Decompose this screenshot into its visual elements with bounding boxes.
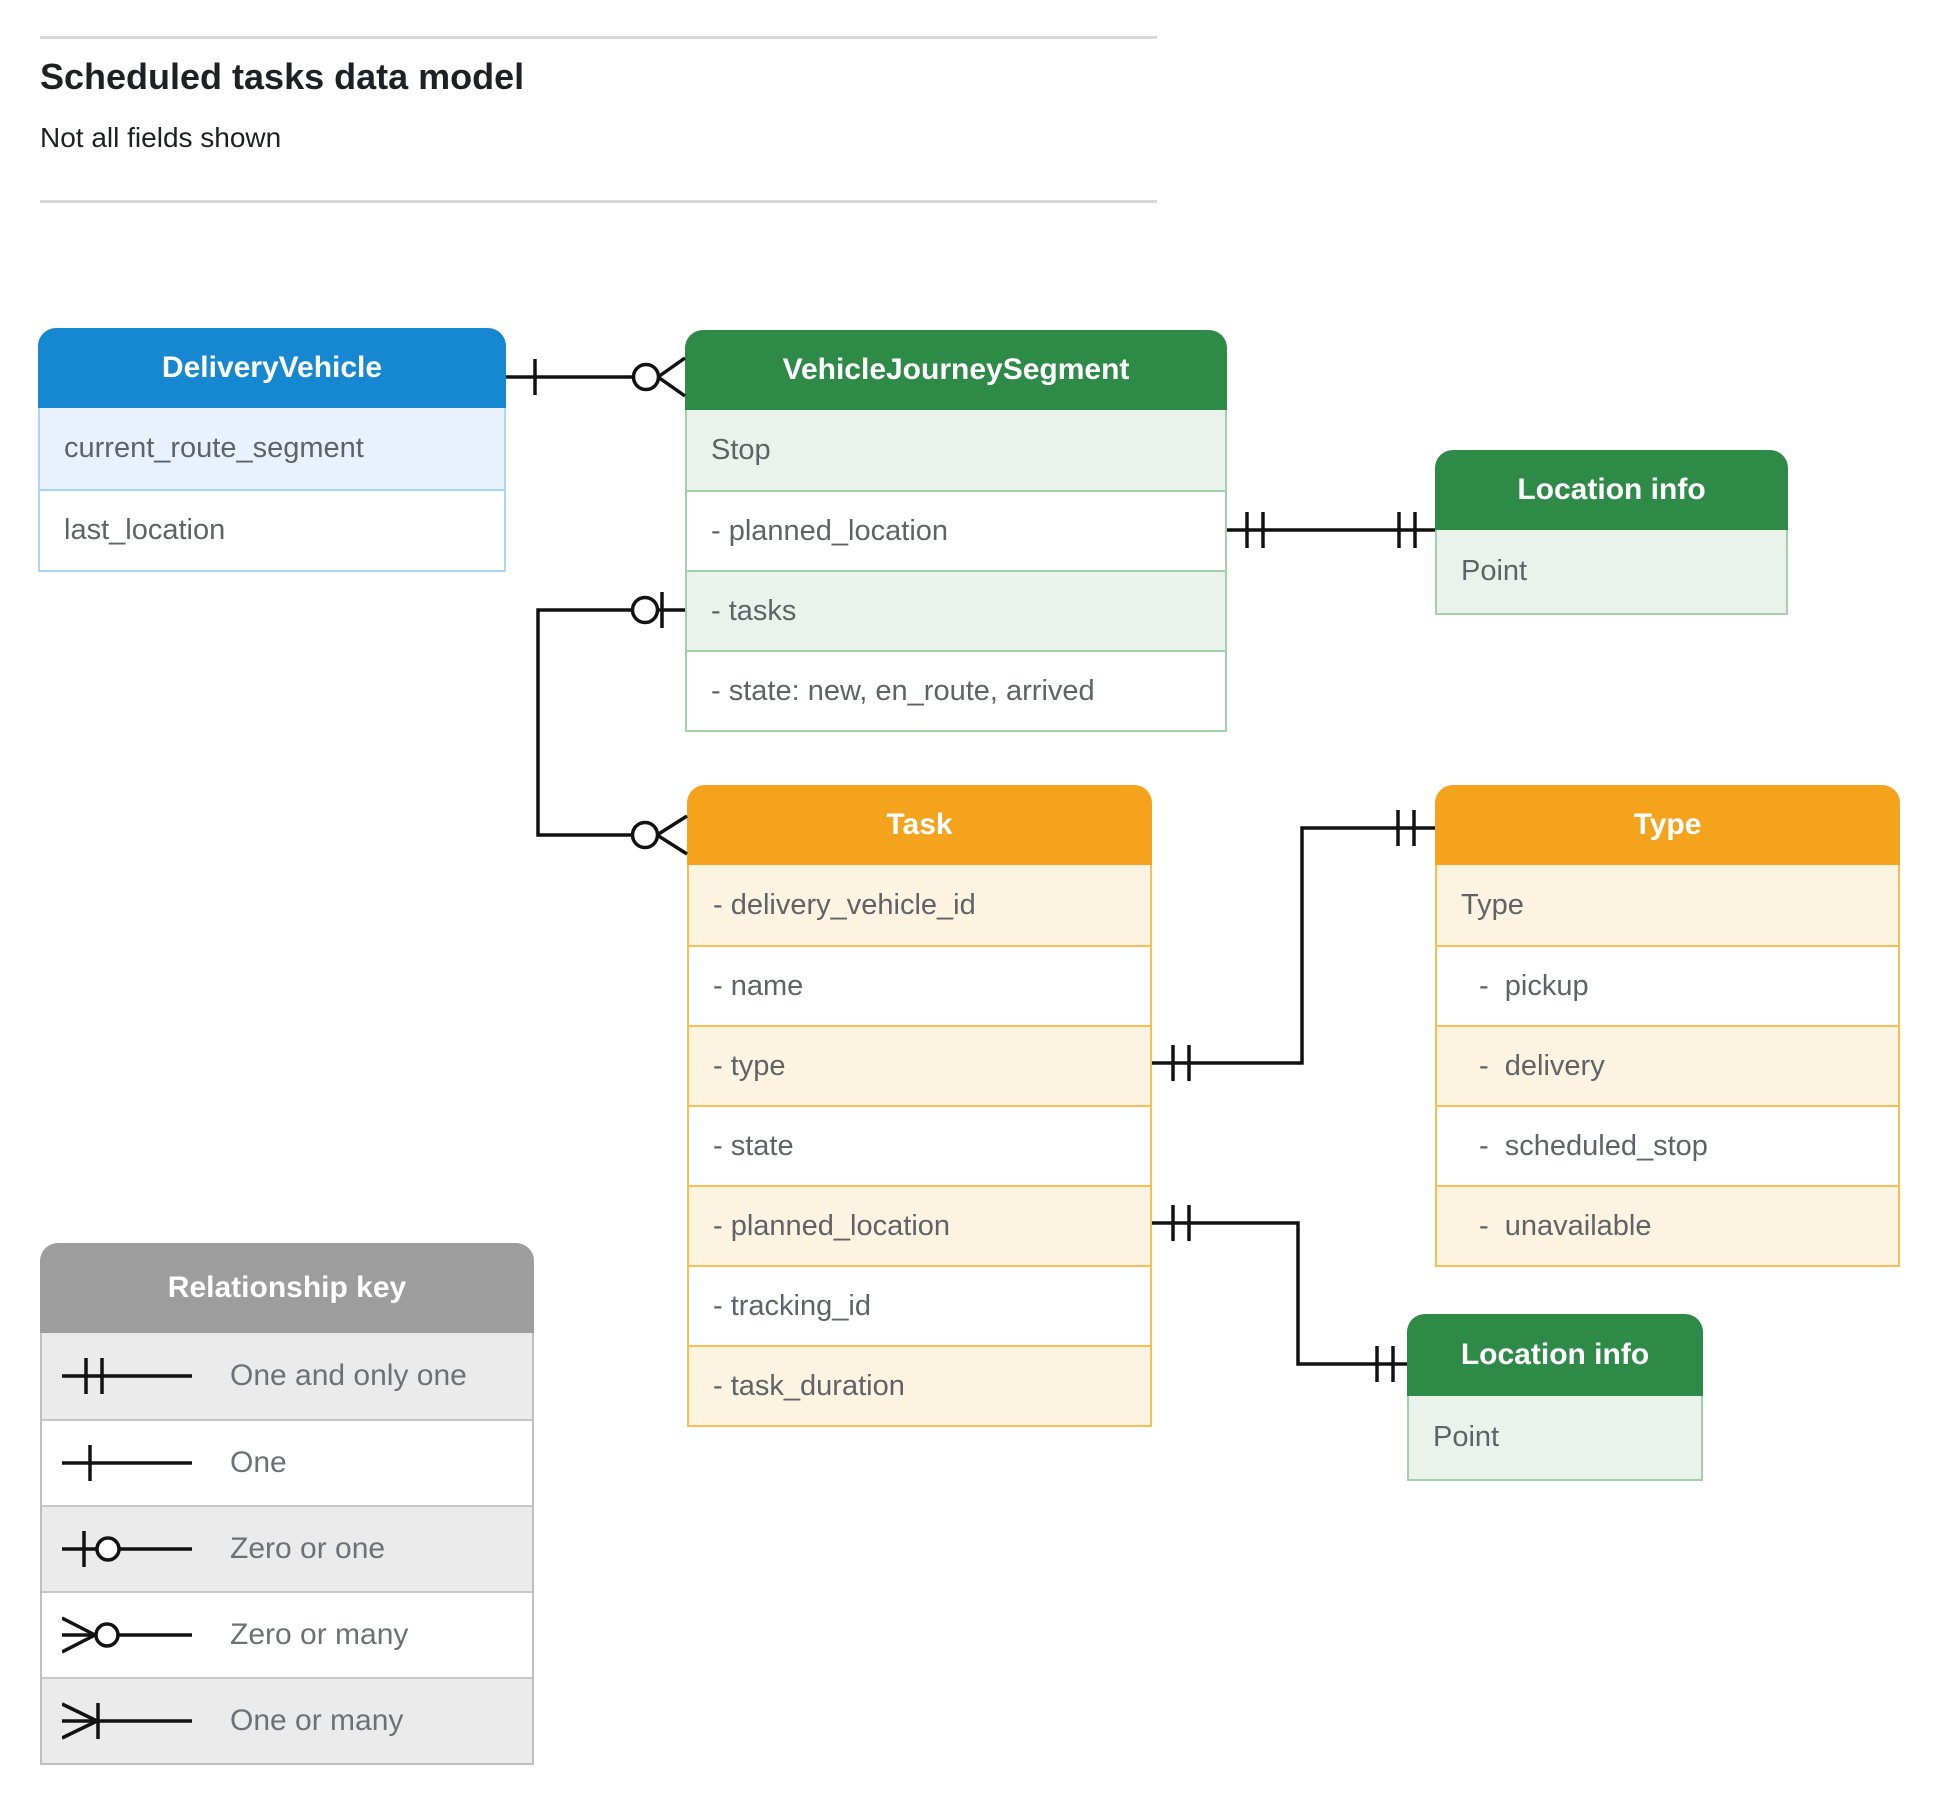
wire xyxy=(1152,826,1435,1065)
wire xyxy=(1152,1221,1407,1366)
connector-vjs-tasks-to-task xyxy=(536,592,688,856)
value-scheduled-stop: - scheduled_stop xyxy=(1437,1105,1898,1185)
one-icon xyxy=(62,1445,192,1481)
legend-item: One xyxy=(42,1419,532,1505)
one-and-only-one-icon xyxy=(62,1358,192,1394)
crow-foot-icon xyxy=(656,814,688,856)
field-type: Type xyxy=(1437,865,1898,945)
wire xyxy=(536,608,685,837)
zero-circle-icon xyxy=(631,362,661,392)
entity-vehicle-journey-segment: VehicleJourneySegment Stop - planned_loc… xyxy=(685,330,1227,732)
field-state: - state xyxy=(689,1105,1150,1185)
connector-task-planned-location-to-location-info xyxy=(1152,1205,1407,1382)
entity-type: Type Type - pickup - delivery - schedule… xyxy=(1435,785,1900,1267)
field-state: - state: new, en_route, arrived xyxy=(687,650,1225,730)
field-name: - name xyxy=(689,945,1150,1025)
relationship-key: Relationship key One and only one One xyxy=(40,1243,534,1765)
field-stop: Stop xyxy=(687,410,1225,490)
legend-item: One and only one xyxy=(42,1333,532,1419)
entity-title: DeliveryVehicle xyxy=(38,328,506,408)
field-planned-location: - planned_location xyxy=(689,1185,1150,1265)
legend-item: Zero or one xyxy=(42,1505,532,1591)
legend-label: One or many xyxy=(230,1704,404,1737)
value-pickup: - pickup xyxy=(1437,945,1898,1025)
entity-title: Type xyxy=(1435,785,1900,865)
value-unavailable: - unavailable xyxy=(1437,1185,1898,1265)
crow-foot-icon xyxy=(656,356,687,398)
entity-title: VehicleJourneySegment xyxy=(685,330,1227,410)
legend-item: Zero or many xyxy=(42,1591,532,1677)
page-subtitle: Not all fields shown xyxy=(40,122,282,153)
field-tasks: - tasks xyxy=(687,570,1225,650)
legend-label: One xyxy=(230,1446,287,1479)
top-divider xyxy=(40,36,1157,39)
value-delivery: - delivery xyxy=(1437,1025,1898,1105)
one-or-many-icon xyxy=(62,1702,192,1740)
legend-label: Zero or many xyxy=(230,1618,409,1651)
legend-item: One or many xyxy=(42,1677,532,1763)
relationship-key-title: Relationship key xyxy=(40,1243,534,1333)
field-last-location: last_location xyxy=(40,489,504,570)
field-point: Point xyxy=(1409,1396,1701,1479)
zero-or-one-icon xyxy=(62,1531,192,1567)
entity-location-info-bottom: Location info Point xyxy=(1407,1314,1703,1481)
entity-title: Task xyxy=(687,785,1152,865)
entity-delivery-vehicle: DeliveryVehicle current_route_segment la… xyxy=(38,328,506,572)
entity-task: Task - delivery_vehicle_id - name - type… xyxy=(687,785,1152,1427)
zero-or-many-icon xyxy=(62,1616,192,1654)
legend-label: One and only one xyxy=(230,1359,467,1392)
header-divider xyxy=(40,200,1157,203)
field-point: Point xyxy=(1437,530,1786,613)
entity-location-info-top: Location info Point xyxy=(1435,450,1788,615)
entity-title: Location info xyxy=(1407,1314,1703,1396)
connector-task-type-to-type xyxy=(1152,810,1435,1081)
connector-deliveryvehicle-to-vjs xyxy=(506,356,687,398)
field-delivery-vehicle-id: - delivery_vehicle_id xyxy=(689,865,1150,945)
field-current-route-segment: current_route_segment xyxy=(40,408,504,489)
connector-vjs-planned-location-to-location-info xyxy=(1227,512,1435,548)
field-planned-location: - planned_location xyxy=(687,490,1225,570)
entity-title: Location info xyxy=(1435,450,1788,530)
zero-circle-icon xyxy=(630,595,660,625)
field-type: - type xyxy=(689,1025,1150,1105)
zero-circle-icon xyxy=(630,820,660,850)
page-title: Scheduled tasks data model xyxy=(40,56,525,97)
field-task-duration: - task_duration xyxy=(689,1345,1150,1425)
legend-label: Zero or one xyxy=(230,1532,386,1565)
field-tracking-id: - tracking_id xyxy=(689,1265,1150,1345)
